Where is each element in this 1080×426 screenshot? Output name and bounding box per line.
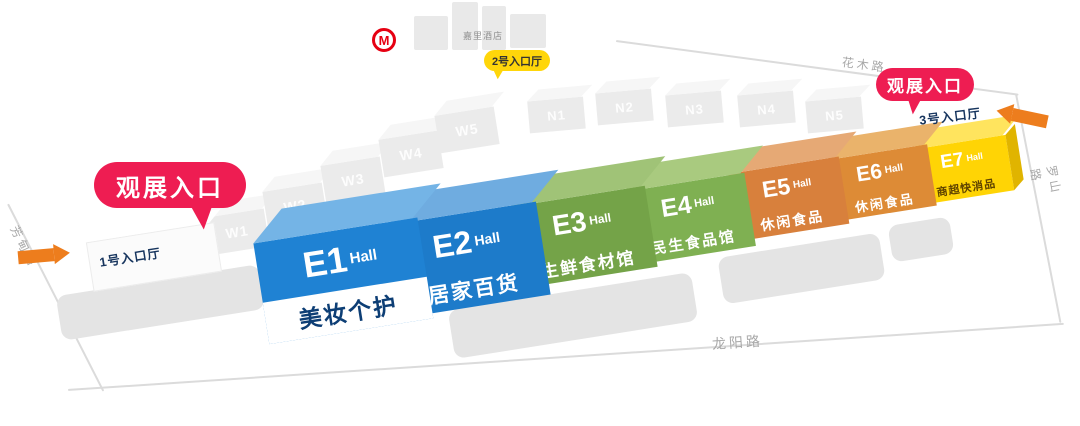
- hall-id-suffix: Hall: [588, 210, 613, 228]
- hotel-tower-4: [510, 14, 546, 48]
- hall-id-suffix: Hall: [473, 228, 502, 249]
- hall-id-suffix: Hall: [792, 176, 812, 191]
- entrance-hall-2-badge: 2号入口厅: [484, 50, 550, 71]
- hotel-tower-2: [452, 2, 478, 50]
- entrance-arrow-west: [17, 242, 71, 267]
- north-hall-n2: N2: [594, 76, 660, 126]
- north-hall-label: N4: [737, 90, 796, 128]
- building-block-4: [887, 216, 955, 263]
- north-hall-label: N2: [595, 88, 654, 126]
- west-hall-w5: W5: [432, 91, 504, 154]
- north-hall-n1: N1: [526, 84, 592, 134]
- west-hall-w4: W4: [376, 115, 448, 178]
- hall-id-main: E7: [938, 148, 966, 174]
- hall-id-main: E5: [760, 172, 793, 203]
- hall-id-main: E2: [430, 223, 475, 266]
- north-hall-label: N5: [805, 96, 864, 134]
- road-label-south: 龙阳路: [711, 332, 764, 352]
- exhibition-entrance-badge-left: 观展入口: [94, 162, 246, 208]
- hall-id-main: E6: [854, 159, 884, 187]
- north-hall-n3: N3: [664, 78, 730, 128]
- hotel-label: 嘉里酒店: [463, 31, 504, 41]
- north-hall-n4: N4: [736, 78, 802, 128]
- road-label-east: 罗山路: [1027, 164, 1064, 197]
- hall-id-suffix: Hall: [965, 150, 984, 164]
- metro-icon: M: [372, 28, 396, 52]
- exhibition-entrance-badge-right: 观展入口: [876, 68, 974, 101]
- hall-id-main: E3: [549, 205, 589, 242]
- hall-id-suffix: Hall: [883, 161, 904, 176]
- arrow-bar: [17, 247, 55, 264]
- arrow-head-right: [53, 242, 71, 265]
- hotel-tower-3: [482, 6, 506, 50]
- hall-id-main: E4: [658, 190, 694, 223]
- north-hall-n5: N5: [804, 84, 870, 134]
- hotel-tower-1: [414, 16, 448, 50]
- hall-id-suffix: Hall: [348, 245, 379, 267]
- hall-id-suffix: Hall: [693, 194, 716, 210]
- arrow-bar: [1010, 107, 1049, 128]
- north-hall-label: N1: [527, 96, 586, 134]
- hall-id-main: E1: [299, 238, 350, 286]
- north-hall-label: N3: [665, 90, 724, 128]
